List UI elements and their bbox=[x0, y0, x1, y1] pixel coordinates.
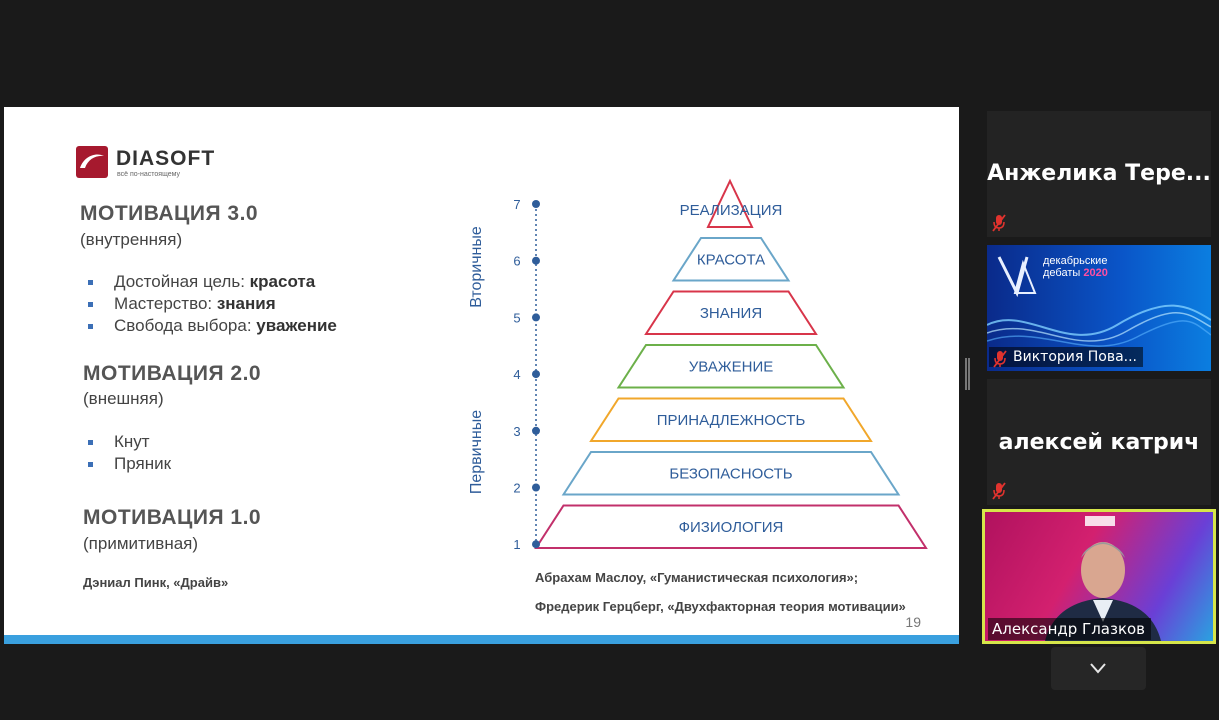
pyramid-level-3 bbox=[589, 397, 873, 442]
debates-banner-graphic bbox=[987, 256, 1211, 347]
level-number-7: 7 bbox=[513, 197, 520, 212]
motivation-2-subtitle: (внешняя) bbox=[83, 389, 164, 408]
bullet-marker bbox=[88, 280, 93, 285]
level-dot-5 bbox=[532, 313, 540, 322]
participant-tile-viktoria[interactable]: декабрьские дебаты 2020 Виктория Пова... bbox=[987, 245, 1211, 371]
level-number-6: 6 bbox=[513, 254, 520, 269]
participant-tile-aleksey[interactable]: алексей катрич bbox=[987, 379, 1211, 505]
level-dot-4 bbox=[532, 370, 540, 379]
participant-tile-anzhelika[interactable]: Анжелика Тере... bbox=[987, 111, 1211, 237]
pyramid-level-6-label: КРАСОТА bbox=[697, 252, 765, 269]
diasoft-logo-mark bbox=[76, 146, 108, 178]
axis-label-primary: Первичные bbox=[468, 410, 485, 494]
credit-herzberg: Фредерик Герцберг, «Двухфакторная теория… bbox=[535, 599, 906, 614]
pyramid-level-1 bbox=[534, 504, 928, 549]
page-number: 19 bbox=[905, 614, 921, 630]
pyramid-level-2 bbox=[561, 451, 901, 496]
level-dot-3 bbox=[532, 426, 540, 435]
slide-bottom-bar bbox=[4, 635, 959, 644]
motivation-2-item: Пряник bbox=[84, 453, 171, 475]
motivation-2-title: МОТИВАЦИЯ 2.0 bbox=[83, 362, 262, 385]
show-more-participants-button[interactable] bbox=[1051, 647, 1146, 690]
motivation-3-item: Мастерство: знания bbox=[84, 293, 337, 315]
chevron-down-icon bbox=[1090, 663, 1106, 674]
level-dot-6 bbox=[532, 256, 540, 265]
axis-label-secondary: Вторичные bbox=[468, 226, 485, 308]
level-dot-7 bbox=[532, 200, 540, 208]
mic-muted-icon bbox=[993, 350, 1007, 368]
diasoft-logo: DIASOFT всё по-настоящему bbox=[76, 145, 226, 183]
participant-name: алексей катрич bbox=[998, 430, 1200, 455]
motivation-2-item: Кнут bbox=[84, 431, 171, 453]
pyramid-level-5-label: ЗНАНИЯ bbox=[700, 305, 762, 322]
banner-text: декабрьские дебаты 2020 bbox=[1043, 255, 1108, 279]
logo-tagline: всё по-настоящему bbox=[117, 171, 181, 178]
participant-tile-aleksandr-active-speaker[interactable]: Александр Глазков bbox=[982, 509, 1216, 644]
pyramid-level-3-label: ПРИНАДЛЕЖНОСТЬ bbox=[657, 412, 806, 429]
pyramid-level-2-label: БЕЗОПАСНОСТЬ bbox=[669, 466, 792, 483]
level-number-1: 1 bbox=[513, 537, 520, 552]
mic-muted-icon bbox=[992, 482, 1006, 500]
pyramid-level-1-label: ФИЗИОЛОГИЯ bbox=[679, 519, 784, 536]
level-number-2: 2 bbox=[513, 481, 520, 496]
motivation-1-subtitle: (примитивная) bbox=[83, 534, 199, 553]
motivation-3-title: МОТИВАЦИЯ 3.0 bbox=[80, 202, 259, 225]
motivation-1-title: МОТИВАЦИЯ 1.0 bbox=[83, 506, 262, 529]
credit-maslow: Абрахам Маслоу, «Гуманистическая психоло… bbox=[535, 570, 859, 585]
bullet-marker bbox=[88, 462, 93, 467]
participant-name-tag: Александр Глазков bbox=[988, 618, 1152, 640]
motivation-3-item: Свобода выбора: уважение bbox=[84, 315, 337, 337]
bullet-marker bbox=[88, 302, 93, 307]
participant-name: Анжелика Тере... bbox=[987, 161, 1211, 186]
mic-muted-icon bbox=[992, 214, 1006, 232]
pyramid-level-7-label: РЕАЛИЗАЦИЯ bbox=[680, 202, 783, 219]
credit-pink: Дэниал Пинк, «Драйв» bbox=[83, 575, 229, 590]
pyramid-level-5 bbox=[644, 290, 818, 335]
level-dot-2 bbox=[532, 483, 540, 492]
motivation-3-subtitle: (внутренняя) bbox=[80, 230, 183, 249]
participant-name-tag: Виктория Пова... bbox=[989, 347, 1144, 367]
shared-slide: DIASOFT всё по-настоящему МОТИВАЦИЯ 3.0 … bbox=[4, 107, 959, 644]
panel-resize-handle[interactable] bbox=[965, 358, 970, 390]
level-number-5: 5 bbox=[513, 310, 520, 325]
level-number-4: 4 bbox=[513, 367, 520, 382]
level-number-3: 3 bbox=[513, 424, 520, 439]
motivation-3-item: Достойная цель: красота bbox=[84, 271, 337, 293]
bullet-marker bbox=[88, 440, 93, 445]
logo-brand: DIASOFT bbox=[116, 147, 216, 170]
pyramid-level-4-label: УВАЖЕНИЕ bbox=[689, 359, 774, 376]
bullet-marker bbox=[88, 324, 93, 329]
pyramid-level-7 bbox=[706, 178, 754, 228]
pyramid-level-4 bbox=[616, 344, 846, 389]
pyramid-level-6 bbox=[671, 237, 791, 282]
level-dot-1 bbox=[532, 540, 540, 549]
